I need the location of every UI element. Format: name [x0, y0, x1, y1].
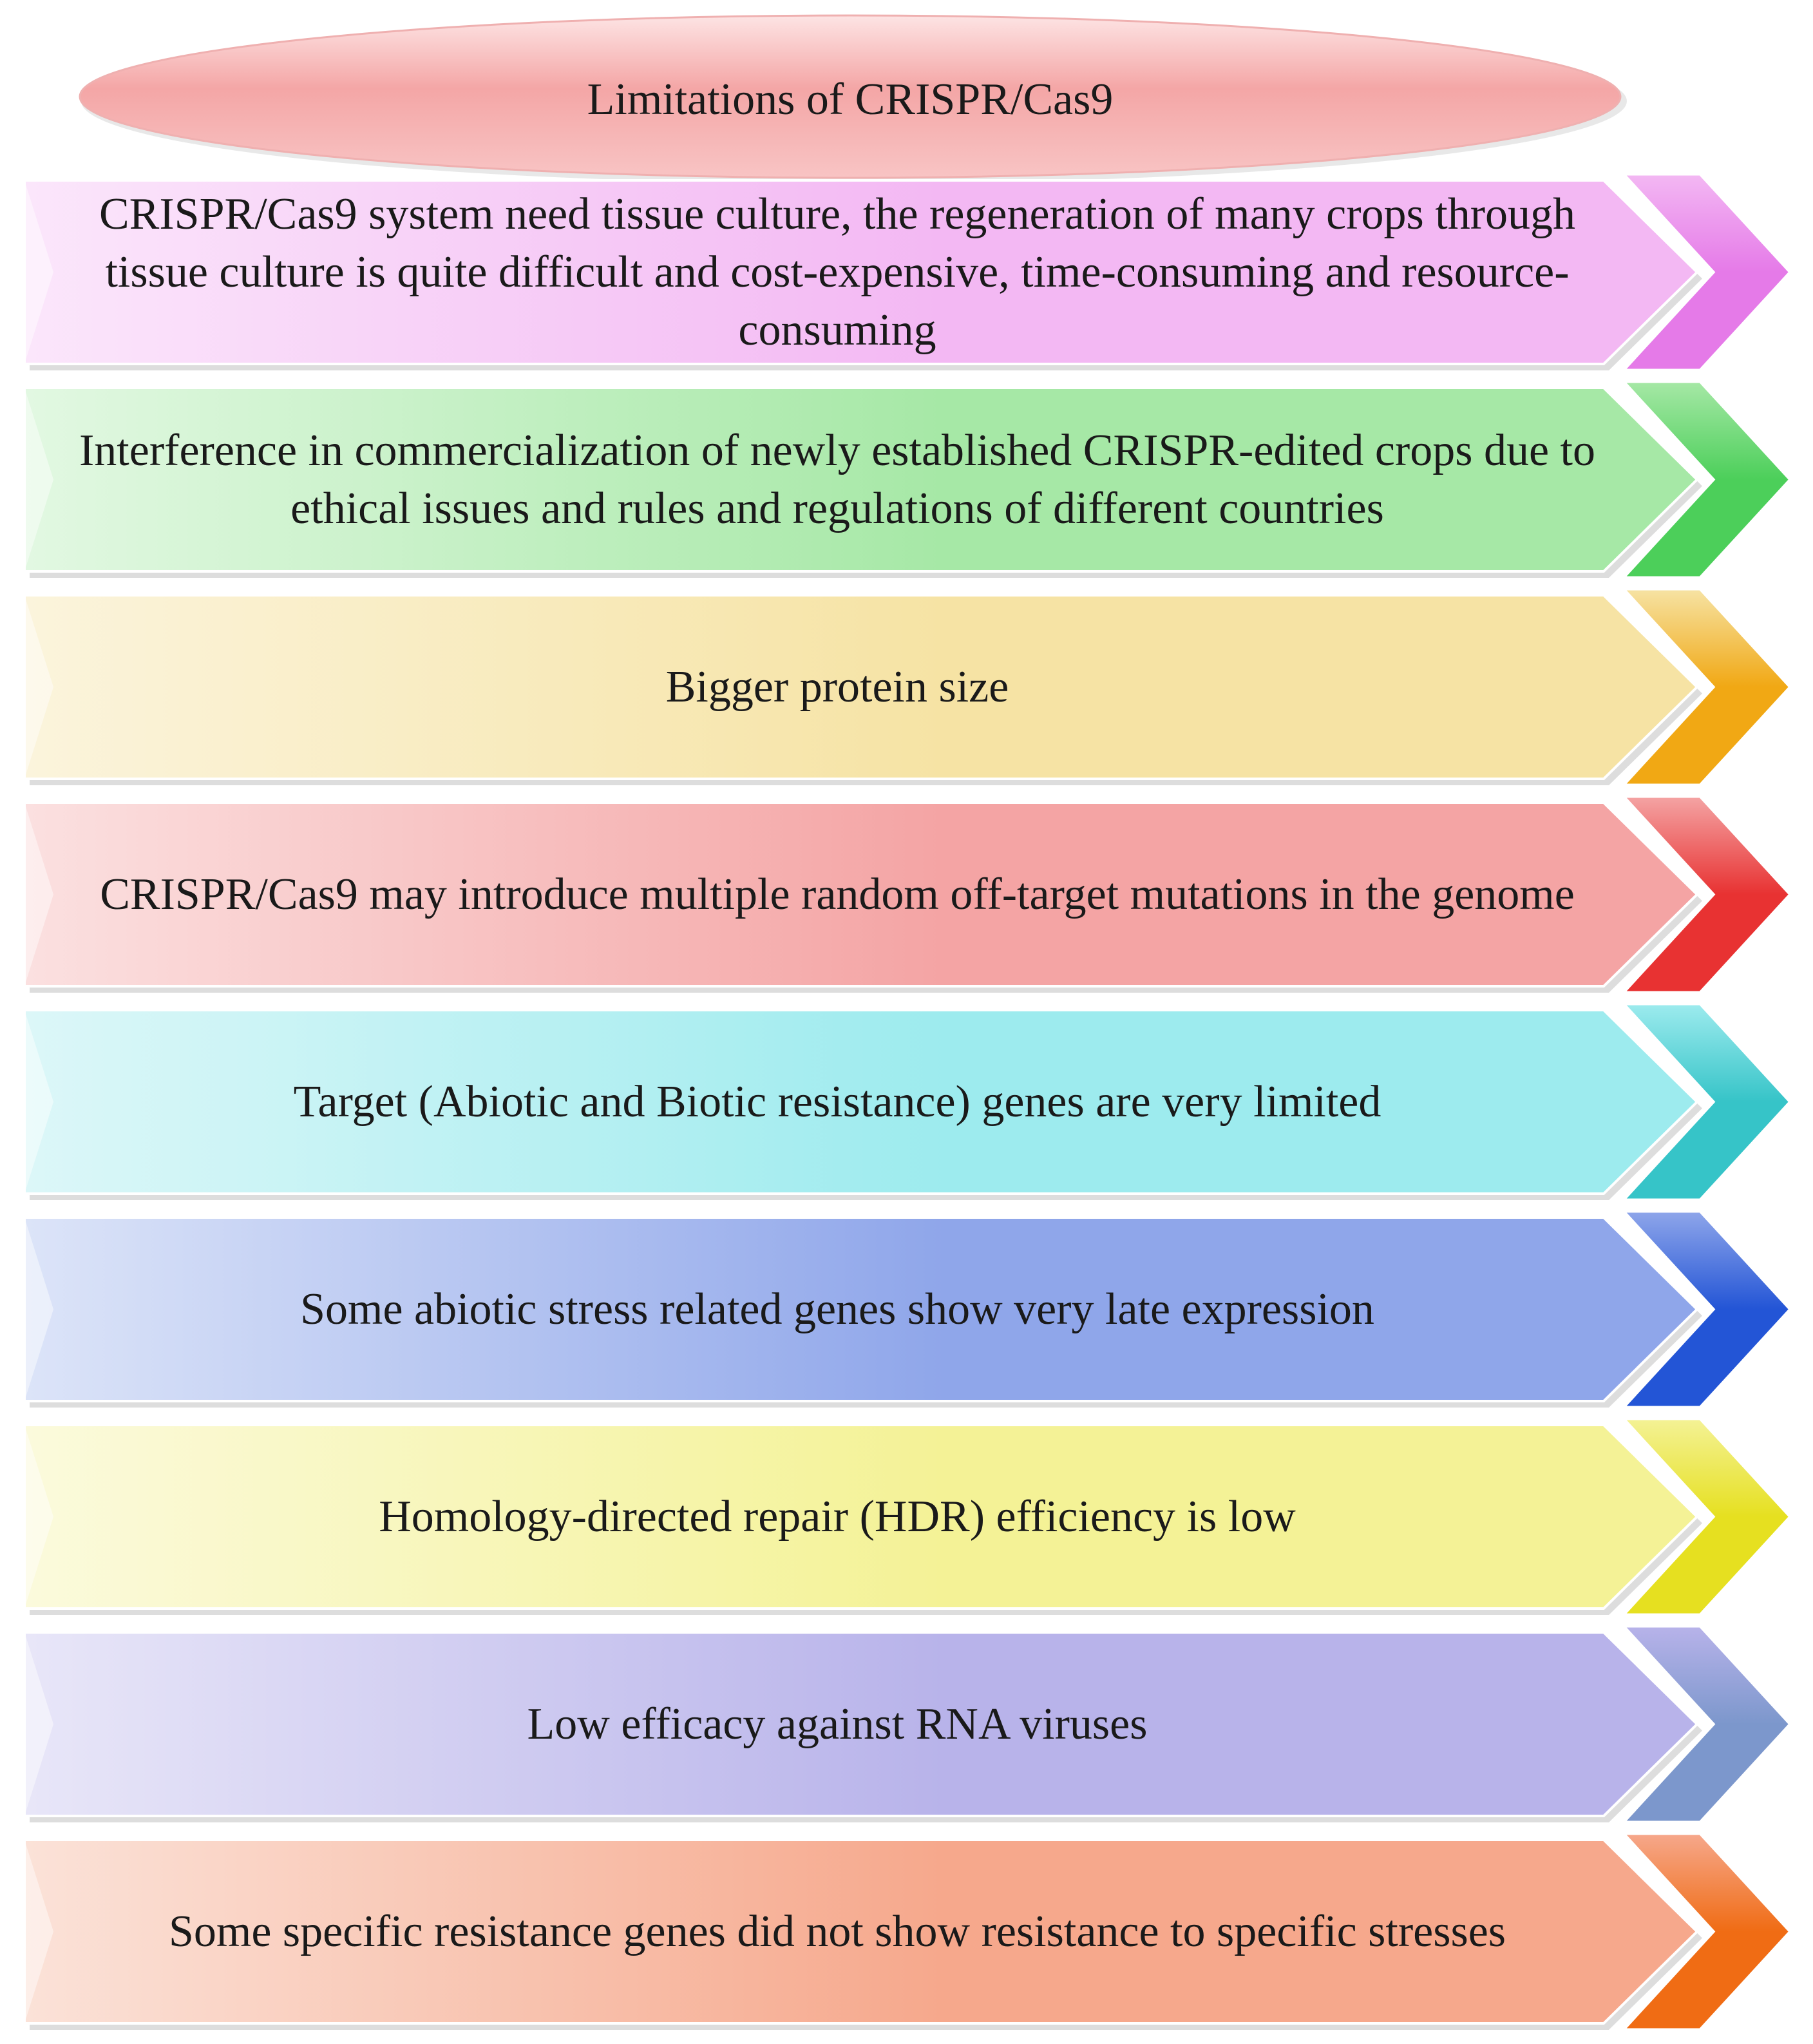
limitation-row [23, 1831, 1793, 2032]
limitation-row [23, 172, 1793, 372]
row-arrow-body [23, 594, 1699, 780]
limitation-text: Homology-directed repair (HDR) efficienc… [379, 1491, 1296, 1542]
row-chevron [1619, 587, 1793, 787]
limitation-text: CRISPR/Cas9 may introduce multiple rando… [100, 869, 1575, 919]
limitation-text: Interference in commercialization of new… [79, 425, 1595, 533]
row-chevron [1619, 1831, 1793, 2032]
row-bevel [24, 180, 53, 364]
row-bevel [24, 595, 53, 779]
limitation-text: Some specific resistance genes did not s… [168, 1906, 1506, 1956]
row-bevel [24, 388, 53, 571]
limitation-text: Some abiotic stress related genes show v… [300, 1284, 1374, 1334]
row-bevel [24, 1010, 53, 1194]
header-ellipse-group [79, 14, 1627, 184]
row-arrow-body [23, 1424, 1699, 1610]
limitation-row [23, 1624, 1793, 1824]
limitation-row [23, 1417, 1793, 1617]
limitation-row [23, 1209, 1793, 1409]
row-arrow-body [23, 179, 1699, 365]
row-chevron [1619, 1624, 1793, 1824]
header-ellipse [79, 14, 1622, 179]
limitation-text: CRISPR/Cas9 system need tissue culture, … [99, 189, 1576, 355]
limitation-row [23, 379, 1793, 580]
limitation-row [23, 794, 1793, 995]
row-arrow-body [23, 1216, 1699, 1402]
limitation-text: Low efficacy against RNA viruses [527, 1699, 1148, 1749]
row-bevel [24, 1632, 53, 1816]
row-bevel [24, 1425, 53, 1609]
row-bevel [24, 803, 53, 986]
row-arrow-body [23, 801, 1699, 988]
row-chevron [1619, 1209, 1793, 1409]
row-chevron [1619, 172, 1793, 372]
limitation-rows [23, 172, 1793, 2032]
row-chevron [1619, 1417, 1793, 1617]
row-chevron [1619, 1002, 1793, 1202]
diagram-title: Limitations of CRISPR/Cas9 [587, 74, 1114, 124]
row-bevel [24, 1218, 53, 1401]
row-arrow-body [23, 1839, 1699, 2025]
row-arrow-body [23, 387, 1699, 573]
limitation-text: Bigger protein size [665, 662, 1009, 712]
row-bevel [24, 1840, 53, 2023]
limitation-row [23, 1002, 1793, 1202]
row-arrow-body [23, 1009, 1699, 1195]
limitation-text: Target (Abiotic and Biotic resistance) g… [293, 1076, 1381, 1127]
row-arrow-body [23, 1631, 1699, 1817]
row-chevron [1619, 794, 1793, 995]
limitation-row [23, 587, 1793, 787]
row-chevron [1619, 379, 1793, 580]
